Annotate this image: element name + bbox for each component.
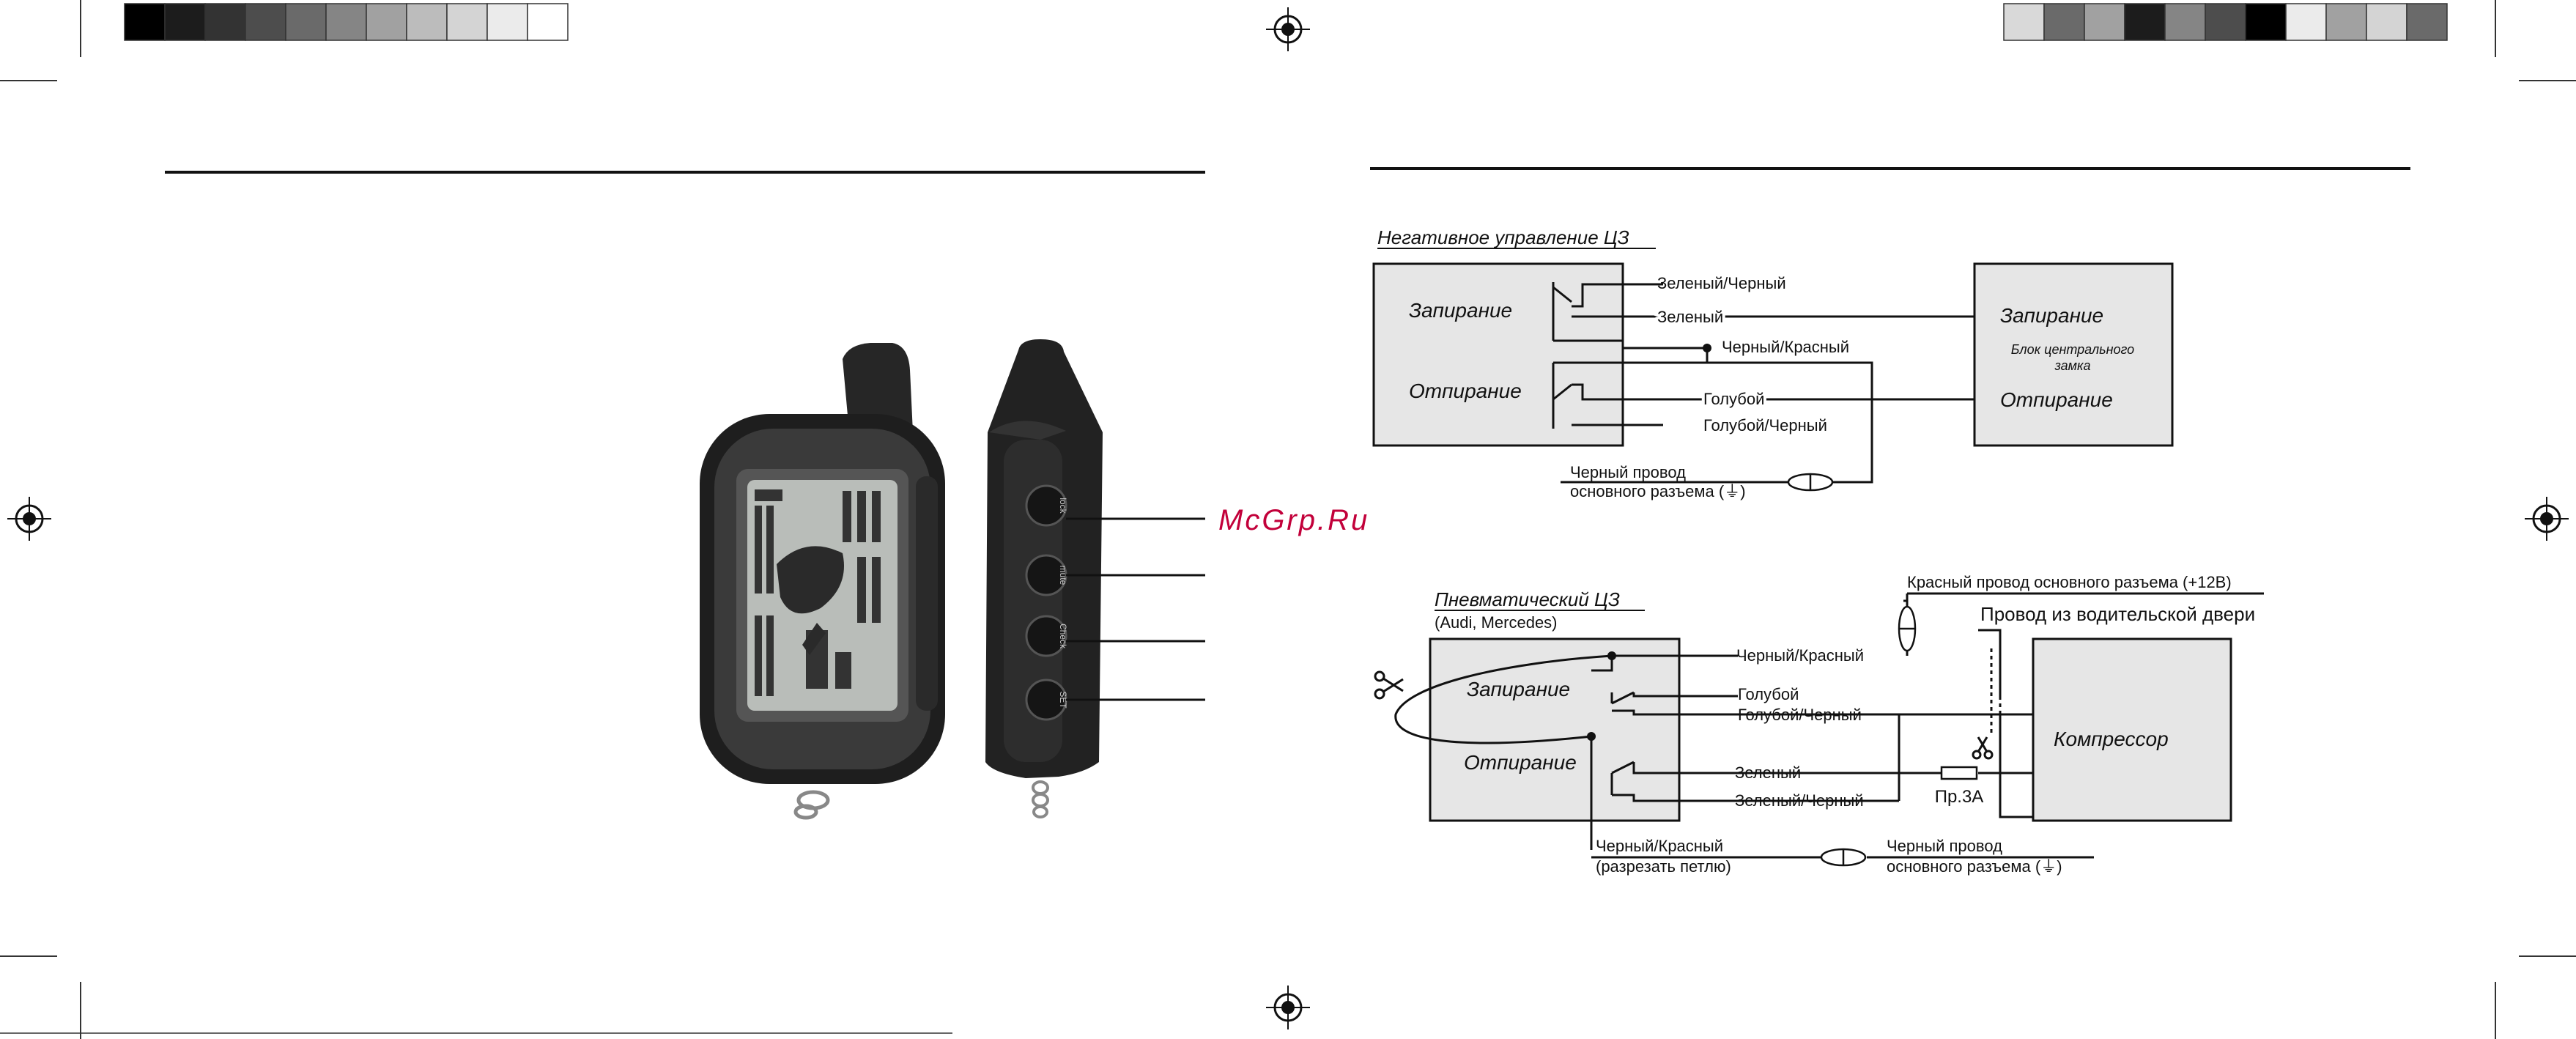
- remote-button: [1025, 615, 1067, 657]
- negative-wire-green: Зеленый: [1657, 308, 1723, 326]
- calibration-swatch: [2124, 3, 2166, 41]
- remote-button-label: SET: [1058, 691, 1068, 709]
- pneumatic-fuse-label: Пр.3А: [1935, 787, 1984, 807]
- calibration-swatch: [2003, 3, 2045, 41]
- pneumatic-wire-green: Зеленый: [1735, 763, 1801, 782]
- negative-wire-blue-black: Голубой/Черный: [1703, 416, 1827, 435]
- button-pointer-lines: [1066, 517, 1205, 701]
- negative-wire-black-red: Черный/Красный: [1722, 338, 1849, 356]
- pneumatic-subtitle: (Audi, Mercedes): [1435, 613, 1558, 632]
- calibration-swatch: [2043, 3, 2085, 41]
- pneumatic-compressor: Компрессор: [2054, 728, 2169, 750]
- negative-lock-right: Запирание: [2000, 304, 2103, 327]
- pneumatic-compressor-box: [2032, 637, 2232, 822]
- remote-buttons: SET Check mute lock: [1025, 484, 1068, 721]
- remote-button-label: lock: [1058, 498, 1068, 514]
- calibration-swatch: [2084, 3, 2125, 41]
- diagram-pneumatic: Пневматический ЦЗ (Audi, Mercedes) Красн…: [1374, 573, 2264, 876]
- negative-ground-2: основного разъема (⏚): [1570, 482, 1746, 500]
- pneumatic-loop: [1394, 654, 1613, 744]
- calibration-swatch: [366, 3, 407, 41]
- negative-wire-blue: Голубой: [1703, 390, 1764, 408]
- calibration-swatch: [446, 3, 488, 41]
- registration-mark-right: [2525, 497, 2569, 541]
- negative-lock-left: Запирание: [1409, 299, 1512, 322]
- calibration-bar-right: [2003, 3, 2448, 41]
- pneumatic-red-wire: Красный провод основного разъема (+12В): [1907, 573, 2232, 591]
- calibration-swatch: [325, 3, 367, 41]
- pneumatic-ground-2: основного разъема (⏚): [1887, 857, 2062, 876]
- calibration-swatch: [486, 3, 528, 41]
- remote-button-label: mute: [1058, 566, 1068, 585]
- calibration-swatch: [285, 3, 327, 41]
- calibration-swatch: [406, 3, 448, 41]
- pneumatic-cut-1: Черный/Красный: [1596, 837, 1723, 855]
- calibration-swatch: [2205, 3, 2246, 41]
- pneumatic-lock: Запирание: [1467, 678, 1570, 700]
- scissors-icon: [1972, 736, 1994, 760]
- pneumatic-box-left: [1429, 637, 1681, 822]
- pneumatic-door-wire: Провод из водительской двери: [1980, 603, 2255, 625]
- calibration-swatch: [2406, 3, 2448, 41]
- remote-button: [1025, 484, 1067, 527]
- negative-wire-green-black: Зеленый/Черный: [1657, 274, 1786, 292]
- pneumatic-wire-blue: Голубой: [1738, 685, 1799, 703]
- negative-box-left: [1372, 262, 1624, 447]
- calibration-swatch: [2285, 3, 2327, 41]
- pneumatic-ground-1: Черный провод: [1887, 837, 2002, 855]
- diagram-negative-control: Негативное управление ЦЗ Запирание Отпир…: [1372, 226, 2174, 500]
- negative-ground-1: Черный провод: [1570, 463, 1686, 481]
- pneumatic-cut-2: (разрезать петлю): [1596, 857, 1731, 876]
- negative-block-label-2: замка: [2054, 358, 2090, 373]
- negative-unlock-right: Отпирание: [2000, 388, 2113, 411]
- calibration-swatch: [164, 3, 206, 41]
- watermark: McGrp.Ru: [1218, 504, 1369, 536]
- scissors-icon: [1374, 670, 1404, 700]
- remote-side-photo: SET Check mute lock: [985, 339, 1103, 818]
- pneumatic-title: Пневматический ЦЗ: [1435, 588, 1620, 610]
- calibration-swatch: [2325, 3, 2367, 41]
- pneumatic-wire-blue-black: Голубой/Черный: [1738, 706, 1862, 724]
- calibration-swatch: [124, 3, 166, 41]
- negative-block-label-1: Блок центрального: [2011, 342, 2134, 357]
- remote-button-label: Check: [1058, 624, 1068, 649]
- calibration-swatch: [204, 3, 246, 41]
- calibration-swatch: [2164, 3, 2206, 41]
- calibration-swatch: [2366, 3, 2407, 41]
- calibration-bar-left: [124, 3, 569, 41]
- pneumatic-unlock: Отпирание: [1464, 751, 1577, 774]
- registration-mark-left: [7, 497, 51, 541]
- remote-front-photo: [700, 343, 945, 820]
- pneumatic-wire-green-black: Зеленый/Черный: [1735, 791, 1864, 810]
- calibration-swatch: [245, 3, 286, 41]
- calibration-swatch: [527, 3, 569, 41]
- negative-title: Негативное управление ЦЗ: [1377, 226, 1629, 248]
- calibration-swatch: [2245, 3, 2287, 41]
- pneumatic-fuse: [1940, 766, 1978, 780]
- registration-mark-top: [1266, 7, 1310, 51]
- pneumatic-wire-black-red: Черный/Красный: [1736, 646, 1864, 665]
- negative-box-right: [1973, 262, 2174, 447]
- registration-mark-bottom: [1266, 986, 1310, 1029]
- negative-unlock-left: Отпирание: [1409, 380, 1522, 402]
